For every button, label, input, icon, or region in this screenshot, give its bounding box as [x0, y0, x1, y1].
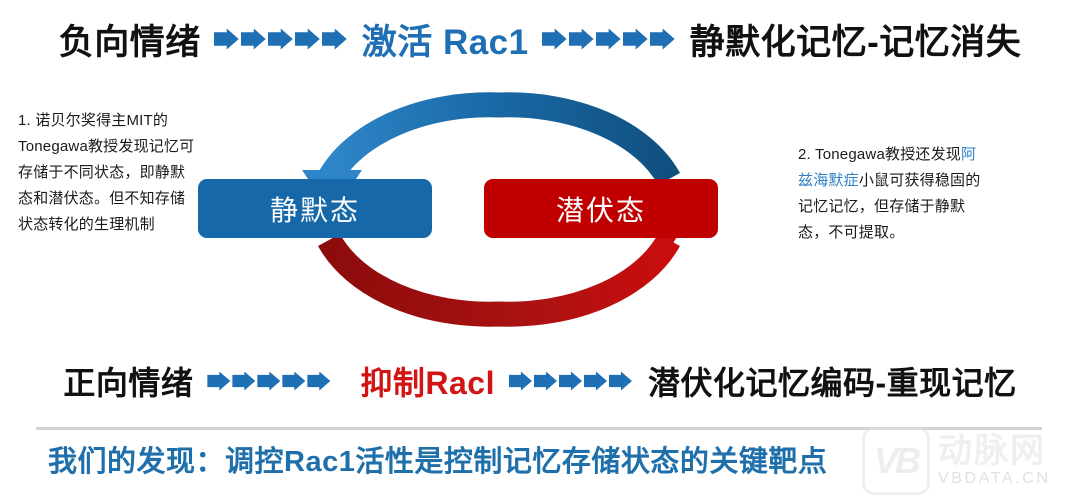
- chevron-right-arrow-icon: [608, 371, 632, 391]
- chevron-right-arrow-icon: [207, 371, 231, 391]
- flow-top-middle-label: 激活 Rac1: [361, 22, 529, 62]
- watermark-text: 动脉网 VBDATA.CN: [938, 433, 1051, 489]
- note-right-link[interactable]: 阿兹海默症: [798, 146, 977, 189]
- chevron-right-arrow-icon: [508, 371, 532, 391]
- chevron-right-arrow-icon: [240, 28, 266, 50]
- footer-statement: 我们的发现：调控Rac1活性是控制记忆存储状态的关键靶点: [48, 446, 828, 478]
- state-box-silent[interactable]: 静默态: [198, 179, 432, 238]
- chevron-right-arrow-icon: [583, 371, 607, 391]
- chevron-right-arrow-icon: [213, 28, 239, 50]
- note-left: 1. 诺贝尔奖得主MIT的Tonegawa教授发现记忆可存储于不同状态，即静默态…: [18, 112, 195, 233]
- flow-top-arrow-chain-1: [213, 28, 349, 50]
- watermark-badge-icon: VB: [862, 427, 930, 495]
- flow-top-source-label: 负向情绪: [58, 22, 201, 62]
- chevron-right-arrow-icon: [568, 28, 594, 50]
- note-right: 2. Tonegawa教授还发现阿兹海默症小鼠可获得稳固的记忆记忆，但存储于静默…: [798, 142, 988, 246]
- chevron-right-arrow-icon: [595, 28, 621, 50]
- chevron-right-arrow-icon: [558, 371, 582, 391]
- note-right-prefix: 2. Tonegawa教授还发现: [798, 146, 961, 163]
- chevron-right-arrow-icon: [232, 371, 256, 391]
- watermark-brand-cn: 动脉网: [938, 432, 1046, 470]
- chevron-right-arrow-icon: [321, 28, 347, 50]
- chevron-right-arrow-icon: [622, 28, 648, 50]
- watermark-brand-en: VBDATA.CN: [938, 470, 1051, 487]
- flow-bottom-arrow-chain-1: [207, 371, 332, 391]
- flow-bottom-target-label: 潜伏化记忆编码-重现记忆: [647, 365, 1017, 401]
- flow-bottom-middle-label: 抑制Racl: [360, 365, 495, 401]
- note-right-suffix: 小鼠可获得稳固的记忆记忆，但存储于静默态，不可提取。: [798, 172, 981, 241]
- flow-row-bottom: 正向情绪 抑制Racl 潜伏化记忆编码-重现记忆: [0, 352, 1080, 410]
- chevron-right-arrow-icon: [282, 371, 306, 391]
- flow-bottom-source-label: 正向情绪: [63, 365, 194, 401]
- flow-top-arrow-chain-2: [541, 28, 677, 50]
- footer-divider: [36, 427, 1042, 430]
- chevron-right-arrow-icon: [294, 28, 320, 50]
- flow-top-target-label: 静默化记忆-记忆消失: [689, 22, 1022, 62]
- watermark: VB 动脉网 VBDATA.CN: [862, 425, 1076, 497]
- flow-row-top: 负向情绪 激活 Rac1 静默化记忆-记忆消失: [0, 8, 1080, 70]
- flow-bottom-arrow-chain-2: [508, 371, 634, 391]
- chevron-right-arrow-icon: [257, 371, 281, 391]
- chevron-right-arrow-icon: [533, 371, 557, 391]
- chevron-right-arrow-icon: [541, 28, 567, 50]
- state-box-latent[interactable]: 潜伏态: [484, 179, 718, 238]
- chevron-right-arrow-icon: [267, 28, 293, 50]
- chevron-right-arrow-icon: [649, 28, 675, 50]
- chevron-right-arrow-icon: [307, 371, 331, 391]
